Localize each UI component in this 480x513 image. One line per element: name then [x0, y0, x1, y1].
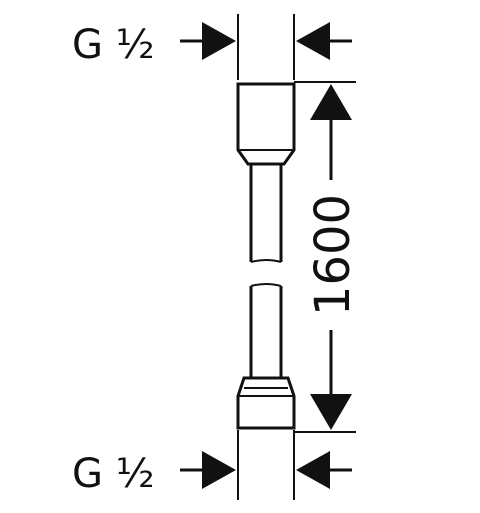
dimension-arrows-top: [180, 22, 352, 60]
hose-lower-segment: [249, 283, 283, 378]
length-dimension: [310, 84, 352, 430]
extension-lines-top: [237, 14, 295, 80]
thread-label-bottom: G ½: [72, 451, 154, 497]
upper-fitting: [236, 82, 296, 166]
extension-lines-bottom: [237, 430, 295, 500]
lower-fitting: [236, 376, 296, 430]
thread-label-top: G ½: [72, 22, 154, 68]
hose-upper-segment: [249, 164, 283, 263]
length-label: 1600: [305, 194, 361, 316]
dimension-arrows-bottom: [180, 451, 352, 489]
length-extension-lines: [294, 81, 356, 433]
